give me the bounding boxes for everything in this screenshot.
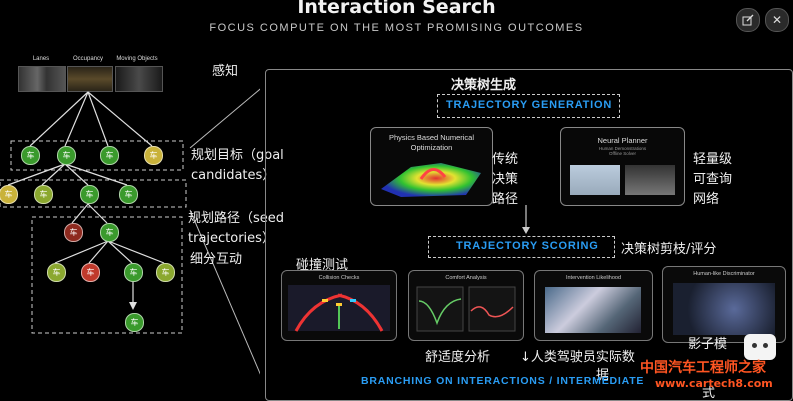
page-title: Interaction Search (297, 0, 496, 18)
human-discriminator-card: Human-like Discriminator (662, 266, 786, 343)
seed-node-4: 车 (119, 185, 138, 204)
down-arrow-icon (522, 205, 530, 234)
discriminator-map (673, 283, 775, 335)
edit-icon[interactable] (736, 8, 760, 32)
scoring-cn-label: 决策树剪枝/评分 (621, 242, 717, 257)
discriminator-card-title: Human-like Discriminator (693, 271, 755, 277)
seed-annotation-line1: 规划路径（seed (188, 211, 285, 226)
collision-cn-label: 碰撞测试 (296, 258, 349, 273)
tv-mascot-icon (744, 334, 776, 360)
human-data-cn-label-2: 据 (596, 368, 610, 383)
generation-box (437, 94, 620, 118)
lanes-image (18, 66, 66, 92)
comfort-curves-graphic (416, 286, 516, 332)
intervention-card-title: Intervention Likelihood (565, 275, 622, 281)
neural-card-sub2: Offline Solver (609, 151, 636, 156)
close-button[interactable]: ✕ (765, 8, 789, 32)
scoring-en-label: TRAJECTORY SCORING (456, 240, 599, 252)
shadow-mode-cn-label-2: 式 (702, 386, 716, 401)
interaction-node-4: 车 (81, 263, 100, 282)
car-interior-image (625, 165, 675, 195)
seed-node-3: 车 (80, 185, 99, 204)
neural-card-sub1: Human Demonstrations (598, 146, 647, 151)
scoring-box (428, 236, 615, 258)
branching-en-label: BRANCHING ON INTERACTIONS / INTERMEDIATE (361, 375, 645, 387)
neural-planner-card: Neural Planner Human Demonstrations Offl… (560, 127, 685, 206)
tree-edges (0, 88, 260, 375)
goal-annotation-line2: candidates） (191, 168, 276, 183)
optimization-surface-plot (381, 163, 481, 197)
goal-node-3: 车 (100, 146, 119, 165)
moving-objects-image (115, 66, 163, 92)
lightweight-cn-label: 轻量级 可查询 网络 (693, 152, 733, 207)
human-data-cn-label: ↓人类驾驶员实际数 (520, 350, 635, 365)
physics-optimization-card: Physics Based Numerical Optimization (370, 127, 493, 206)
close-icon: ✕ (771, 13, 783, 27)
collision-checks-card: Collision Checks (281, 270, 397, 341)
lanes-label: Lanes (32, 56, 50, 62)
interaction-node-3: 车 (47, 263, 66, 282)
goal-node-1: 车 (21, 146, 40, 165)
watermark-url: www.cartech8.com (655, 377, 773, 390)
page-subtitle: FOCUS COMPUTE ON THE MOST PROMISING OUTC… (209, 22, 584, 34)
watermark-title: 中国汽车工程师之家 (640, 360, 766, 376)
collision-card-title: Collision Checks (318, 275, 360, 281)
seed-annotation-line2: trajectories） (188, 231, 275, 246)
collision-lanes-graphic (288, 285, 390, 332)
comfort-cn-label: 舒适度分析 (425, 350, 491, 365)
goal-node-2: 车 (57, 146, 76, 165)
interaction-node-7: 车 (125, 313, 144, 332)
generation-cn-label: 决策树生成 (451, 78, 517, 93)
physics-card-title: Physics Based Numerical Optimization (388, 133, 475, 152)
goal-annotation-line1: 规划目标（goal (191, 148, 284, 163)
intervention-likelihood-card: Intervention Likelihood (534, 270, 653, 341)
occupancy-label: Occupancy (72, 56, 103, 62)
interaction-node-6: 车 (156, 263, 175, 282)
perception-annotation: 感知 (212, 64, 239, 79)
seed-node-2: 车 (34, 185, 53, 204)
traditional-cn-label: 传统 决策 路径 (492, 152, 519, 207)
interaction-node-1: 车 (64, 223, 83, 242)
intervention-photos (545, 287, 641, 333)
pencil-icon (742, 14, 754, 26)
generation-en-label: TRAJECTORY GENERATION (446, 99, 613, 111)
shadow-mode-cn-label: 影子模 (688, 337, 728, 352)
comfort-card-title: Comfort Analysis (445, 275, 487, 281)
occupancy-image (67, 66, 113, 92)
neural-card-title: Neural Planner (597, 136, 648, 145)
interaction-node-5: 车 (124, 263, 143, 282)
goal-node-4: 车 (144, 146, 163, 165)
interaction-node-2: 车 (100, 223, 119, 242)
moving-objects-label: Moving Objects (116, 56, 158, 62)
comfort-analysis-card: Comfort Analysis (408, 270, 524, 341)
seed-node-1: 车 (0, 185, 18, 204)
server-rack-image (570, 165, 620, 195)
interaction-annotation: 细分互动 (190, 252, 243, 267)
